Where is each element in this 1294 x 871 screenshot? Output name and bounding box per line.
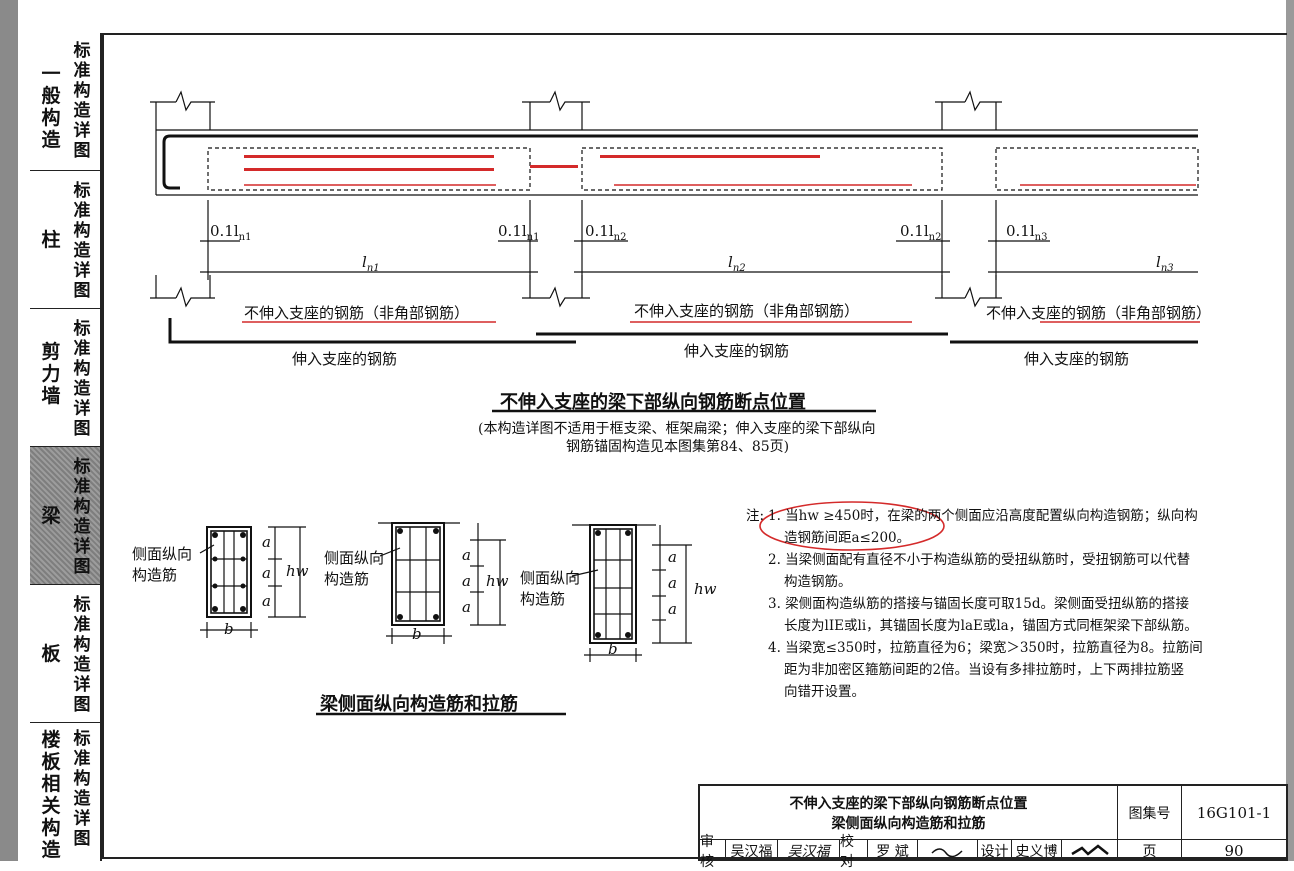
title-block-line1: 不伸入支座的梁下部纵向钢筋断点位置 <box>789 795 1028 812</box>
note-line: 构造钢筋。 <box>784 574 852 590</box>
side-rebar-label-2b: 构造筋 <box>324 570 370 588</box>
sidebar-tab-vertical: 标 准 构 造 详 图 <box>73 457 91 577</box>
left-scan-edge <box>0 0 18 861</box>
a-label: a <box>668 548 677 566</box>
a-label: a <box>462 598 471 616</box>
page-number: 90 <box>1224 841 1244 860</box>
note-line: 向错开设置。 <box>784 684 865 700</box>
sidebar-tab-beam[interactable]: 梁 标 准 构 造 详 图 <box>30 447 100 585</box>
sidebar-tab-vertical: 标 准 构 造 详 图 <box>73 729 91 849</box>
diagram-title-1: 不伸入支座的梁下部纵向钢筋断点位置 <box>500 392 806 413</box>
support-column-2 <box>522 90 590 308</box>
a-label: a <box>262 592 271 610</box>
title-block: 不伸入支座的梁下部纵向钢筋断点位置 梁侧面纵向构造筋和拉筋 图集号 16G101… <box>698 784 1288 870</box>
check-label: 校对 <box>840 834 868 870</box>
design-label: 设计 <box>978 840 1012 861</box>
a-label: a <box>262 564 271 582</box>
sidebar-tab-column[interactable]: 柱 标 准 构 造 详 图 <box>30 171 100 309</box>
b-label: b <box>608 640 618 658</box>
sidebar-tab-vertical: 标 准 构 造 详 图 <box>73 595 91 715</box>
notes-list: 1. 当hw ≥450时，在梁的两个侧面应沿高度配置纵向构造钢筋；纵向构 造钢筋… <box>768 505 1268 703</box>
sidebar-tab-label: 柱 <box>41 229 61 251</box>
page-label: 页 <box>1118 840 1182 861</box>
title-block-title: 不伸入支座的梁下部纵向钢筋断点位置 梁侧面纵向构造筋和拉筋 <box>700 786 1118 840</box>
right-scan-edge <box>1286 0 1294 861</box>
review-label: 审核 <box>700 834 726 870</box>
diagram-caption-line2: 钢筋锚固构造见本图集第84、85页) <box>566 439 790 455</box>
notes-prefix: 注: <box>746 508 765 524</box>
note-line: 距为非加密区箍筋间距的2倍。当设有多排拉筋时，上下两排拉筋竖 <box>784 662 1185 678</box>
a-label: a <box>262 533 271 551</box>
side-rebar-label-1a: 侧面纵向 <box>132 545 193 563</box>
span-label-3: ln3 <box>1156 253 1174 274</box>
hw-label: hw <box>694 580 717 598</box>
designer-name: 史义博 <box>1012 840 1062 861</box>
note-line: 造钢筋间距a≤200。 <box>784 530 911 546</box>
note-line: 4. 当梁宽≤350时，拉筋直径为6；梁宽＞350时，拉筋直径为8。拉筋间 <box>768 640 1203 656</box>
side-rebar-label-2a: 侧面纵向 <box>324 549 385 567</box>
a-label: a <box>462 546 471 564</box>
note-line: 3. 梁侧面构造纵筋的搭接与锚固长度可取15d。梁侧面受扭纵筋的搭接 <box>768 596 1189 612</box>
sidebar-tab-slab[interactable]: 板 标 准 构 造 详 图 <box>30 585 100 723</box>
dim-label-4: 0.1ln2 <box>900 222 942 243</box>
side-rebar-label-3a: 侧面纵向 <box>520 569 581 587</box>
title-block-line2: 梁侧面纵向构造筋和拉筋 <box>831 815 986 832</box>
non-anchored-label-3: 不伸入支座的钢筋（非角部钢筋） <box>986 304 1212 322</box>
atlas-label: 图集号 <box>1118 786 1182 840</box>
span-label-2: ln2 <box>728 253 746 274</box>
support-column-3 <box>935 90 1002 308</box>
sidebar-tab-label: 梁 <box>41 505 61 527</box>
side-rebar-label-3b: 构造筋 <box>520 590 566 608</box>
sidebar-tab-slab-related[interactable]: 楼板相关构造 标 准 构 造 详 图 <box>30 723 100 861</box>
a-label: a <box>668 600 677 618</box>
span-label-1: ln1 <box>362 253 380 274</box>
sidebar-tabs: 一般构造 标 准 构 造 详 图 柱 标 准 构 造 详 图 剪力墙 标 准 构… <box>30 33 102 861</box>
drawing-frame <box>102 33 1287 859</box>
reviewer-signature: 吴汉福 <box>778 840 840 861</box>
anchored-label-3: 伸入支座的钢筋 <box>1024 350 1130 368</box>
sidebar-tab-general[interactable]: 一般构造 标 准 构 造 详 图 <box>30 33 100 171</box>
b-label: b <box>412 625 422 643</box>
dim-label-3: 0.1ln2 <box>585 222 627 243</box>
sidebar-tab-shearwall[interactable]: 剪力墙 标 准 构 造 详 图 <box>30 309 100 447</box>
section-drawings <box>199 409 876 716</box>
checker-name: 罗 斌 <box>868 840 918 861</box>
b-label: b <box>224 620 234 638</box>
non-anchored-label-1: 不伸入支座的钢筋（非角部钢筋） <box>244 304 470 322</box>
sidebar-tab-label: 剪力墙 <box>41 341 61 407</box>
atlas-number: 16G101-1 <box>1182 786 1286 840</box>
reviewer-name: 吴汉福 <box>726 840 778 861</box>
dim-label-1: 0.1ln1 <box>210 222 252 243</box>
side-rebar-label-1b: 构造筋 <box>132 566 178 584</box>
diagram-caption-line1: (本构造详图不适用于框支梁、框架扁梁；伸入支座的梁下部纵向 <box>478 421 876 437</box>
sidebar-tab-vertical: 标 准 构 造 详 图 <box>73 41 91 161</box>
checker-signature <box>918 840 978 861</box>
a-label: a <box>462 572 471 590</box>
note-line: 2. 当梁侧面配有直径不小于构造纵筋的受扭纵筋时，受扭钢筋可以代替 <box>768 552 1191 568</box>
hw-label: hw <box>286 562 309 580</box>
designer-signature <box>1062 840 1118 861</box>
dim-label-2: 0.1ln1 <box>498 222 540 243</box>
anchored-label-2: 伸入支座的钢筋 <box>684 342 790 360</box>
sidebar-tab-vertical: 标 准 构 造 详 图 <box>73 181 91 301</box>
sidebar-tab-label: 一般构造 <box>41 63 61 151</box>
note-line: 长度为lIE或li，其锚固长度为laE或la，锚固方式同框架梁下部纵筋。 <box>784 618 1198 634</box>
hw-label: hw <box>486 572 509 590</box>
non-anchored-label-2: 不伸入支座的钢筋（非角部钢筋） <box>634 302 860 320</box>
support-column-1 <box>150 90 215 308</box>
a-label: a <box>668 574 677 592</box>
note-line: 1. 当hw ≥450时，在梁的两个侧面应沿高度配置纵向构造钢筋；纵向构 <box>768 508 1198 524</box>
sidebar-tab-label: 板 <box>41 643 61 665</box>
diagram-title-2: 梁侧面纵向构造筋和拉筋 <box>320 694 518 715</box>
anchored-label-1: 伸入支座的钢筋 <box>292 350 398 368</box>
dim-label-5: 0.1ln3 <box>1006 222 1048 243</box>
sidebar-tab-label: 楼板相关构造 <box>41 729 61 861</box>
sidebar-tab-vertical: 标 准 构 造 详 图 <box>73 319 91 439</box>
